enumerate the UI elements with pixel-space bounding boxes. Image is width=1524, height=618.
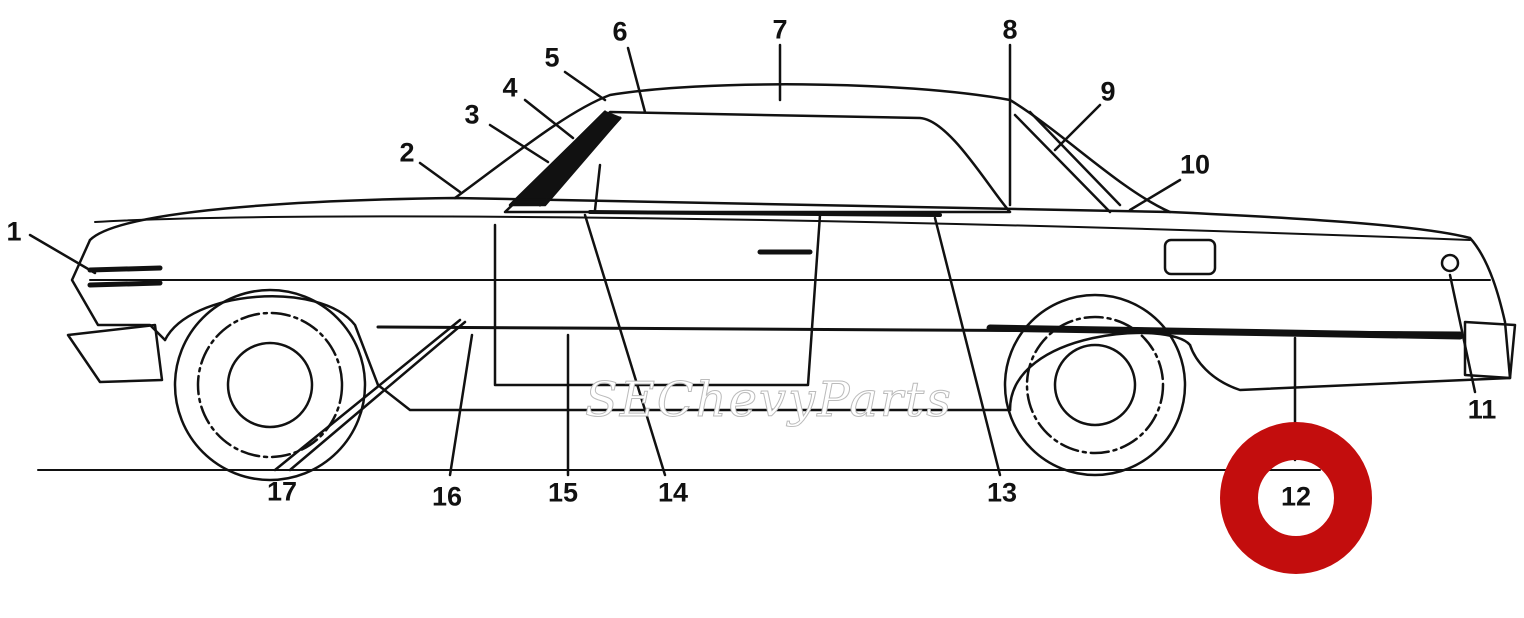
callout-15: 15 xyxy=(547,477,579,508)
callout-3: 3 xyxy=(464,99,480,130)
front-bumper xyxy=(66,323,164,384)
callout-2: 2 xyxy=(399,137,415,168)
front-tire xyxy=(173,288,367,482)
window-lines xyxy=(593,110,1122,214)
callout-16: 16 xyxy=(431,481,463,512)
side-moulding-rear xyxy=(986,324,1464,340)
callout-10: 10 xyxy=(1179,149,1211,180)
rear-bumper xyxy=(1463,320,1517,380)
rear-emblem xyxy=(1440,253,1460,273)
leader-lines xyxy=(28,43,1477,477)
rear-wheel-opening xyxy=(1008,331,1192,412)
rear-tire xyxy=(1003,293,1187,477)
belt-moulding xyxy=(588,210,942,217)
callout-4: 4 xyxy=(502,72,518,103)
windshield-trim xyxy=(508,110,622,207)
fuel-door xyxy=(1163,238,1217,276)
callout-11: 11 xyxy=(1467,394,1497,425)
callout-7: 7 xyxy=(772,14,788,45)
front-wheel-ring xyxy=(196,311,344,459)
front-wheel-opening xyxy=(163,295,380,387)
front-emblem xyxy=(87,265,163,288)
callout-9: 9 xyxy=(1100,76,1116,107)
callout-1: 1 xyxy=(6,216,22,247)
callout-6: 6 xyxy=(612,16,628,47)
callout-8: 8 xyxy=(1002,14,1018,45)
rear-hubcap xyxy=(1053,343,1137,427)
callout-13: 13 xyxy=(986,477,1018,508)
side-window-frame xyxy=(503,110,1012,214)
fender-crease xyxy=(94,215,1471,241)
callout-14: 14 xyxy=(657,477,689,508)
callout-12: 12 xyxy=(1280,481,1312,512)
callout-5: 5 xyxy=(544,42,560,73)
rocker-line xyxy=(376,383,1012,412)
front-hubcap xyxy=(226,341,314,429)
watermark-logo: SEChevyParts xyxy=(585,372,953,429)
body-upper xyxy=(88,196,1512,392)
rear-wheel-ring xyxy=(1025,315,1165,455)
door-outline xyxy=(493,213,822,387)
body-script-emblem: IMPALA xyxy=(1360,325,1441,332)
callout-17: 17 xyxy=(266,476,298,507)
roof-outline xyxy=(453,83,1172,214)
highlight-ring xyxy=(1220,422,1372,574)
